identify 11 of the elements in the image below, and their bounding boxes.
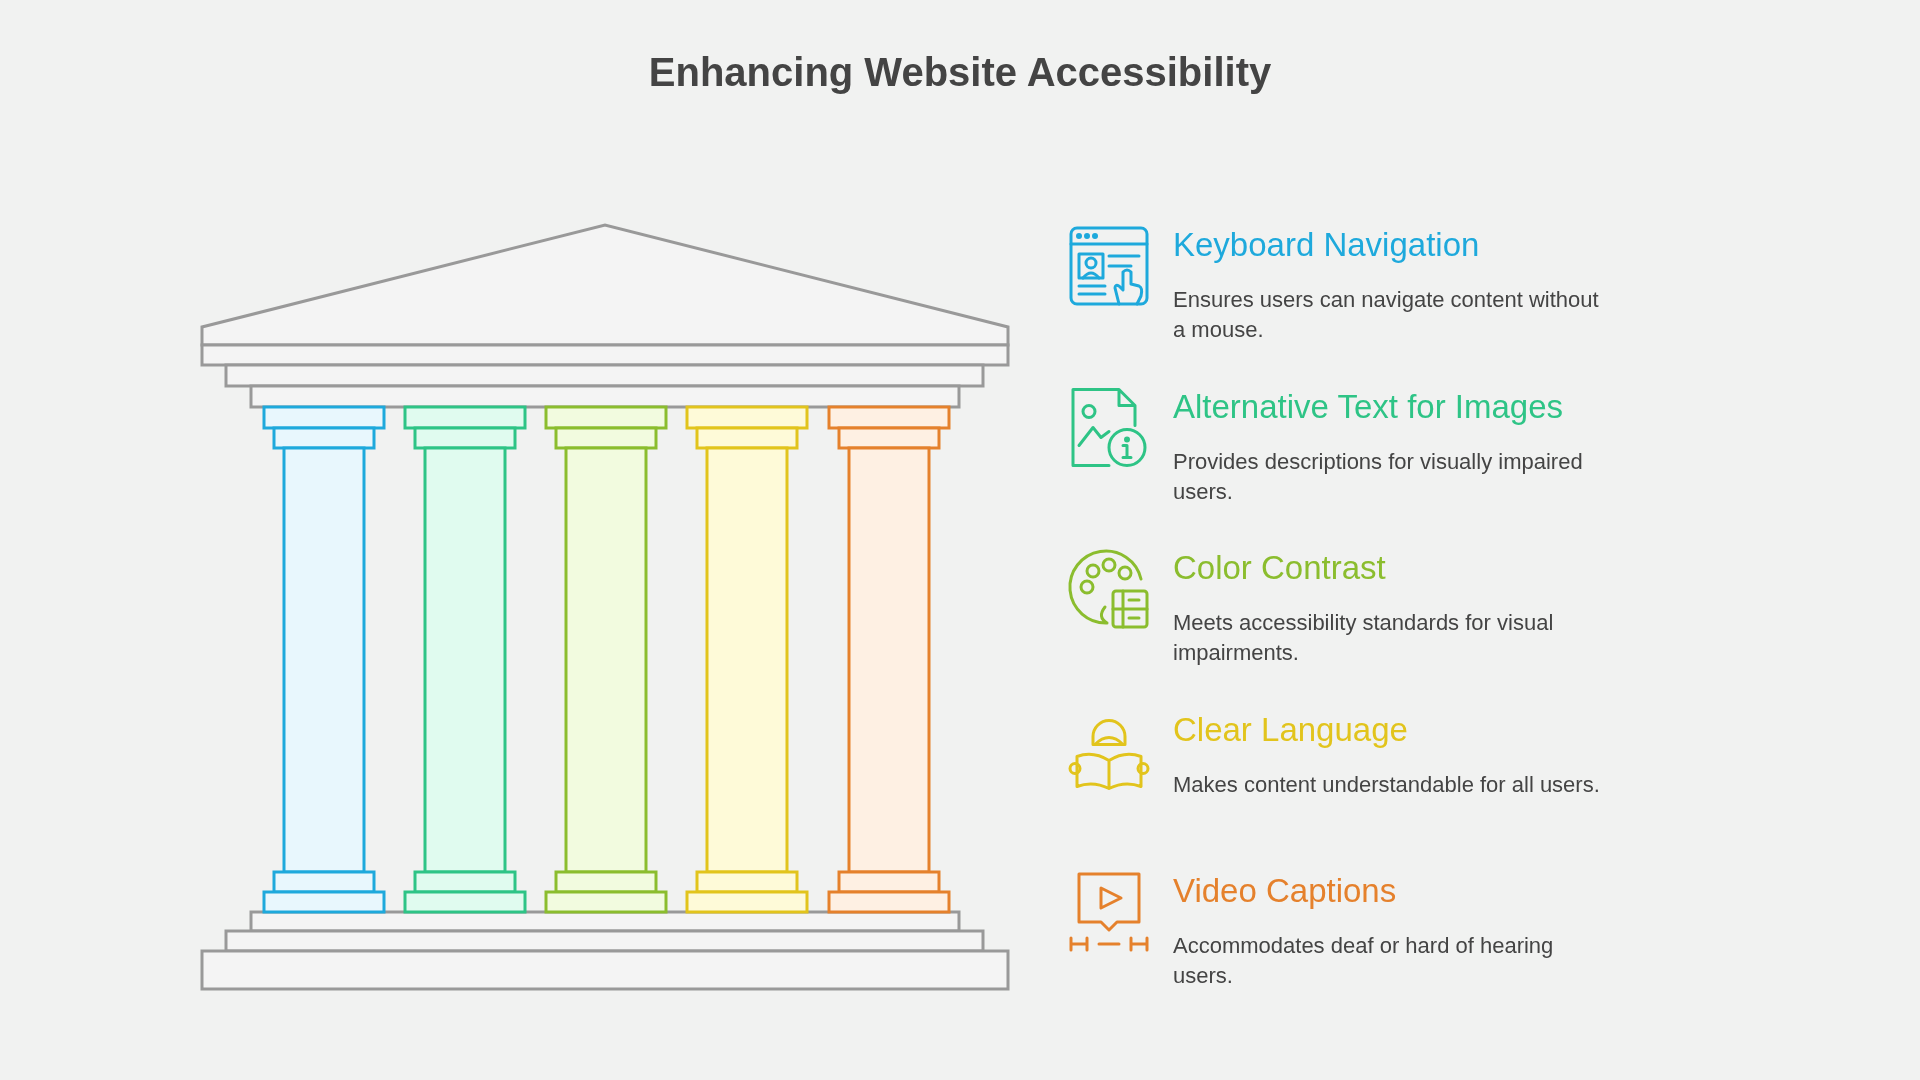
- item-description: Makes content understandable for all users.: [1173, 770, 1601, 799]
- item-description: Ensures users can navigate content without a mouse.: [1173, 286, 1600, 344]
- item-heading: Keyboard Navigation: [1173, 226, 1480, 264]
- item-heading: Video Captions: [1173, 872, 1397, 910]
- item-heading: Color Contrast: [1173, 549, 1386, 587]
- title: Enhancing Website Accessibility: [647, 50, 1273, 95]
- item-description: Meets accessibility standards for visual impairments.: [1173, 609, 1555, 667]
- item-description: Accommodates deaf or hard of hearing users.: [1173, 932, 1555, 990]
- item-heading: Clear Language: [1173, 710, 1408, 749]
- item-description: Provides descriptions for visually impaired users.: [1173, 447, 1584, 506]
- item-heading: Alternative Text for Images: [1173, 387, 1564, 426]
